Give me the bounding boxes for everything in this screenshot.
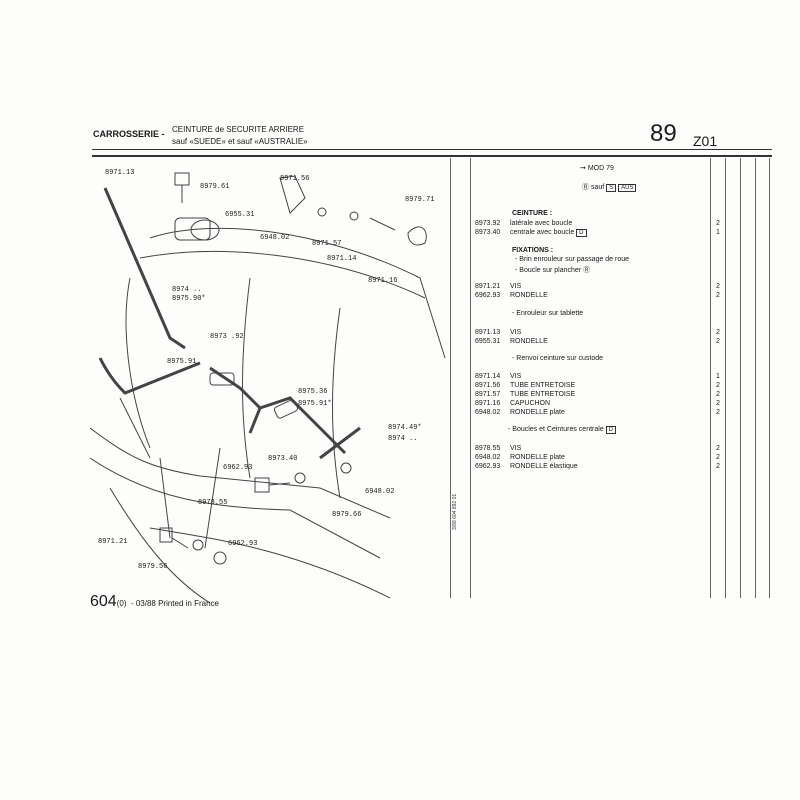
header-rule <box>92 149 772 150</box>
callout-label: 6962.93 <box>223 464 253 472</box>
part-qty: 2 <box>716 454 720 461</box>
part-ref: 6948.02 <box>475 409 501 416</box>
callout-label: 6948.02 <box>365 488 395 496</box>
part-desc: centrale avec boucle D <box>510 229 587 237</box>
table-rule <box>725 158 726 598</box>
arrow-icon: ➞ <box>580 165 586 172</box>
mod-header: ➞ MOD 79 <box>580 165 614 172</box>
group-header: - Enrouleur sur tablette <box>512 310 584 317</box>
part-ref: 8978.55 <box>475 445 501 452</box>
page-code: Z01 <box>693 133 718 149</box>
part-ref: 8971.57 <box>475 391 501 398</box>
callout-label: 8975.36 <box>298 388 328 396</box>
callout-label: 8974.49* <box>388 424 422 432</box>
table-rule <box>769 158 770 598</box>
part-desc: TUBE ENTRETOISE <box>510 382 576 389</box>
part-desc: RONDELLE <box>510 292 548 299</box>
part-desc: VIS <box>510 445 522 452</box>
part-desc: VIS <box>510 329 522 336</box>
part-ref: 6962.93 <box>475 292 501 299</box>
part-desc: RONDELLE plate <box>510 454 565 461</box>
part-desc: RONDELLE <box>510 338 548 345</box>
callout-label: 8971.16 <box>368 277 398 285</box>
group-header: - Renvoi ceinture sur custode <box>512 355 604 362</box>
part-qty: 2 <box>716 400 720 407</box>
seat-belt-drawing <box>90 172 446 603</box>
part-desc: RONDELLE plate <box>510 409 565 416</box>
part-desc: VIS <box>510 373 522 380</box>
page-number: 89 <box>650 120 677 147</box>
table-rule <box>740 158 741 598</box>
part-ref: 8971.13 <box>475 329 501 336</box>
callout-label: 6955.31 <box>225 211 255 219</box>
table-rule <box>470 158 471 598</box>
callout-label: 6962.93 <box>228 540 258 548</box>
page-subtitle: sauf «SUEDE» et sauf «AUSTRALIE» <box>172 137 308 146</box>
header-rule-thick <box>92 155 772 157</box>
part-ref: 8971.21 <box>475 283 501 290</box>
page-footer: 604(0) - 03/88 Printed in France <box>90 593 219 610</box>
table-rule <box>710 158 711 598</box>
part-qty: 2 <box>716 329 720 336</box>
part-qty: 2 <box>716 391 720 398</box>
callout-label: 8975.90* <box>172 295 206 303</box>
table-rule <box>755 158 756 598</box>
part-desc: RONDELLE élastique <box>510 463 578 470</box>
callout-label: 8979.71 <box>405 196 435 204</box>
page-title: CEINTURE de SECURITE ARRIERE <box>172 125 305 134</box>
part-ref: 6962.93 <box>475 463 501 470</box>
part-ref: 8971.14 <box>475 373 501 380</box>
parts-table: ➞ MOD 79 Ⓡ sauf S AUS CEINTURE : 8973.92… <box>470 158 770 598</box>
sauf-line: Ⓡ sauf S AUS <box>582 182 637 192</box>
part-qty: 2 <box>716 220 720 227</box>
part-ref: 8973.40 <box>475 229 501 236</box>
callout-label: 8975.91 <box>167 358 197 366</box>
part-qty: 2 <box>716 292 720 299</box>
part-qty: 2 <box>716 382 720 389</box>
callout-label: 8979.66 <box>332 511 362 519</box>
group-header: - Boucles et Ceintures centrale D <box>508 426 617 434</box>
part-desc: latérale avec boucle <box>510 220 573 227</box>
part-qty: 1 <box>716 373 720 380</box>
reference-column <box>450 158 461 598</box>
callout-label: 8971.13 <box>105 169 135 177</box>
part-qty: 2 <box>716 338 720 345</box>
doc-code: 3/88 604 892 01 <box>452 493 458 530</box>
part-ref: 8971.16 <box>475 400 501 407</box>
callout-label: 8973.40 <box>268 455 298 463</box>
callout-label: 8971.21 <box>98 538 128 546</box>
part-desc: TUBE ENTRETOISE <box>510 391 576 398</box>
group-header: FIXATIONS : <box>512 247 554 254</box>
callout-label: 6948.02 <box>260 234 290 242</box>
group-note: - Boucle sur plancher Ⓡ <box>515 267 591 274</box>
callout-label: 8974 .. <box>388 435 418 443</box>
callout-label: 8979.61 <box>200 183 230 191</box>
group-note: - Brin enrouleur sur passage de roue <box>515 256 630 263</box>
part-ref: 6955.31 <box>475 338 501 345</box>
callout-label: 8974 .. <box>172 286 202 294</box>
part-desc: VIS <box>510 283 522 290</box>
part-qty: 2 <box>716 463 720 470</box>
part-qty: 2 <box>716 409 720 416</box>
part-ref: 8973.92 <box>475 220 501 227</box>
part-qty: 2 <box>716 445 720 452</box>
callout-label: 8973 .92 <box>210 333 244 341</box>
exploded-diagram: 8971.13 8979.61 6955.31 8971.56 8979.71 … <box>90 158 450 603</box>
part-ref: 8971.56 <box>475 382 501 389</box>
part-ref: 6948.02 <box>475 454 501 461</box>
callout-label: 8975.91* <box>298 400 332 408</box>
callout-label: 8971.57 <box>312 240 342 248</box>
part-qty: 1 <box>716 229 720 236</box>
callout-label: 8978.55 <box>198 499 228 507</box>
callout-label: 8971.14 <box>327 255 357 263</box>
group-header: CEINTURE : <box>512 210 553 217</box>
symbol-icon: Ⓡ <box>582 184 589 191</box>
section-title: CARROSSERIE - <box>93 129 165 139</box>
part-desc: CAPUCHON <box>510 400 551 407</box>
callout-label: 8971.56 <box>280 175 310 183</box>
symbol-icon: Ⓡ <box>583 267 591 274</box>
callout-label: 8979.56 <box>138 563 168 571</box>
part-qty: 2 <box>716 283 720 290</box>
